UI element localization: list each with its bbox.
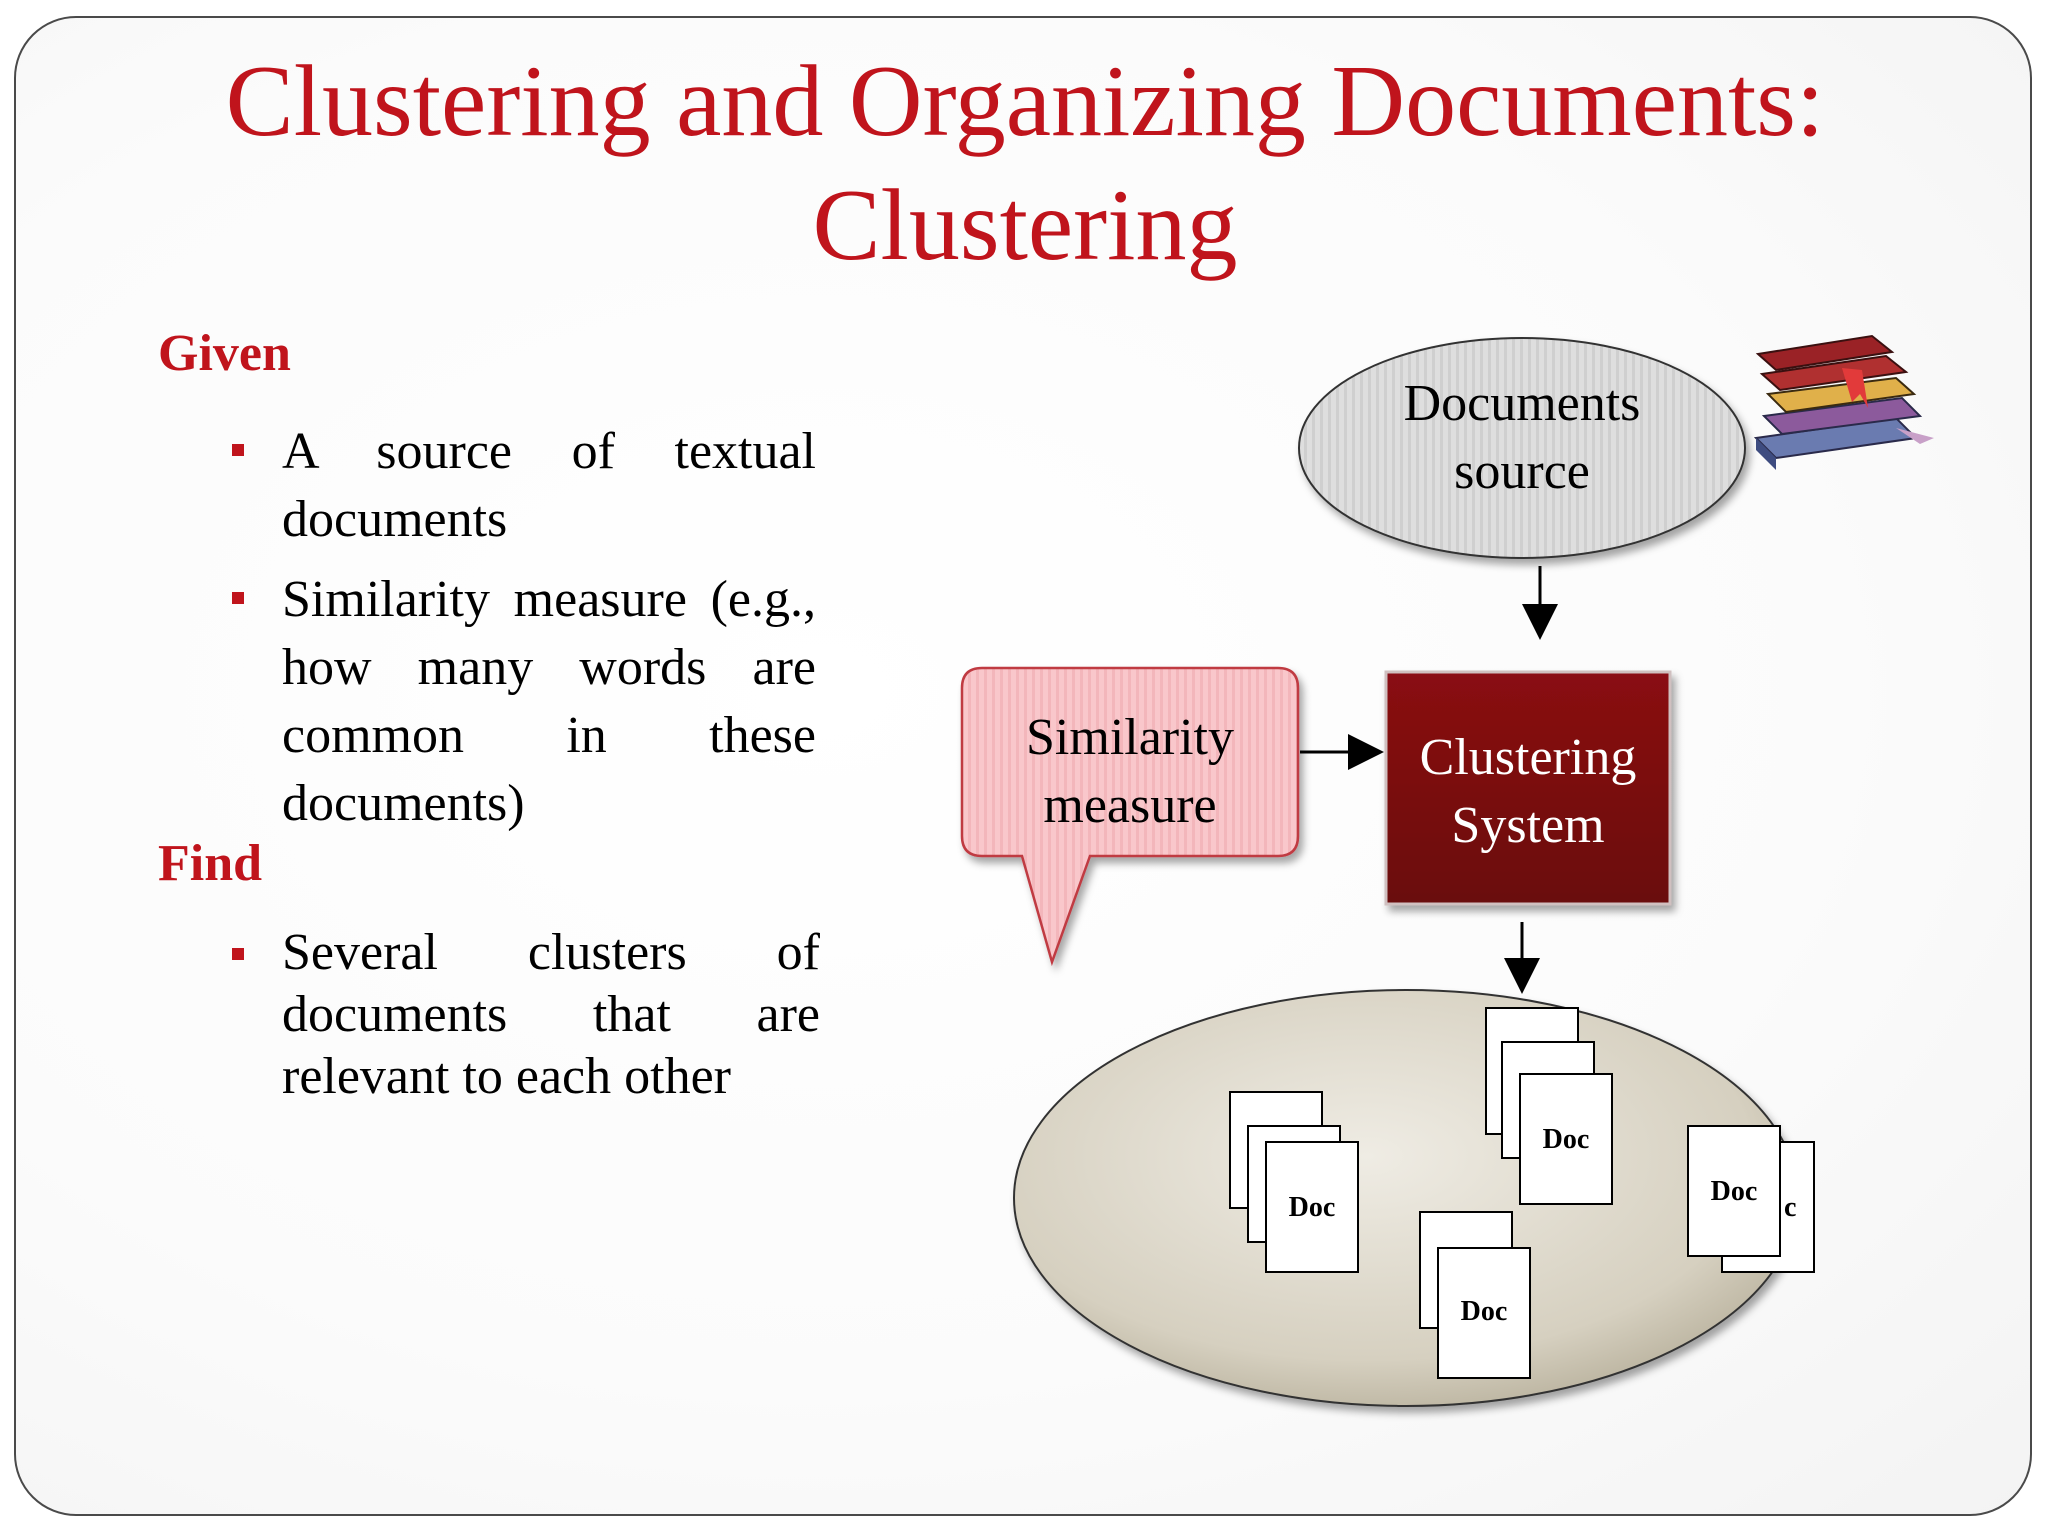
source-label-line-2: source — [1454, 443, 1590, 500]
doc-page — [1265, 1141, 1359, 1273]
doc-page — [1437, 1247, 1531, 1379]
doc-label: Doc — [1289, 1192, 1336, 1223]
title-line-1: Clustering and Organizing Documents: — [225, 45, 1825, 158]
doc-label: Doc — [1711, 1176, 1758, 1207]
given-item-text: Similarity measure (e.g., how many words… — [282, 571, 816, 832]
source-label-line-1: Documents — [1404, 375, 1641, 432]
cluster-top: Doc — [1485, 1007, 1613, 1205]
doc-page — [1687, 1125, 1781, 1257]
system-label-line-1: Clustering — [1420, 729, 1637, 786]
cluster-bottom: Doc — [1419, 1211, 1531, 1379]
doc-label: Doc — [1543, 1124, 1590, 1155]
similarity-label-line-2: measure — [1043, 777, 1216, 834]
given-heading: Given — [158, 325, 291, 382]
given-item-similarity: Similarity measure (e.g., how many words… — [232, 566, 816, 838]
doc-label-partial: c — [1784, 1192, 1796, 1223]
system-label-line-2: System — [1451, 797, 1604, 854]
books-icon — [1753, 334, 1934, 470]
clustering-system-node: Clustering System — [1384, 670, 1672, 906]
find-item-clusters: Several clusters of documents that are r… — [232, 922, 820, 1108]
find-item-text: Several clusters of documents that are r… — [282, 924, 820, 1105]
given-item-source: A source of textual documents — [232, 418, 816, 554]
bullet-marker — [232, 948, 244, 960]
doc-page — [1519, 1073, 1613, 1205]
find-list: Several clusters of documents that are r… — [232, 922, 820, 1120]
slide: Clustering and Organizing Documents: Clu… — [14, 16, 2032, 1516]
similarity-label-line-1: Similarity — [1026, 709, 1234, 766]
cluster-right: c Doc — [1687, 1125, 1815, 1273]
similarity-measure-callout: Similarity measure — [960, 666, 1300, 967]
given-item-text: A source of textual documents — [282, 423, 816, 548]
clusters-container — [1013, 989, 1799, 1407]
title-line-2: Clustering — [812, 169, 1238, 282]
documents-source-node: Documents source — [1298, 337, 1746, 559]
find-heading: Find — [158, 835, 263, 892]
bullet-marker — [232, 592, 244, 604]
clustering-diagram: Documents source Similarity measure — [960, 334, 1934, 1407]
slide-title: Clustering and Organizing Documents: Clu… — [16, 40, 2030, 288]
doc-label: Doc — [1461, 1296, 1508, 1327]
given-list: A source of textual documents Similarity… — [232, 418, 816, 850]
cluster-left: D Doc — [1229, 1091, 1359, 1273]
bullet-marker — [232, 444, 244, 456]
